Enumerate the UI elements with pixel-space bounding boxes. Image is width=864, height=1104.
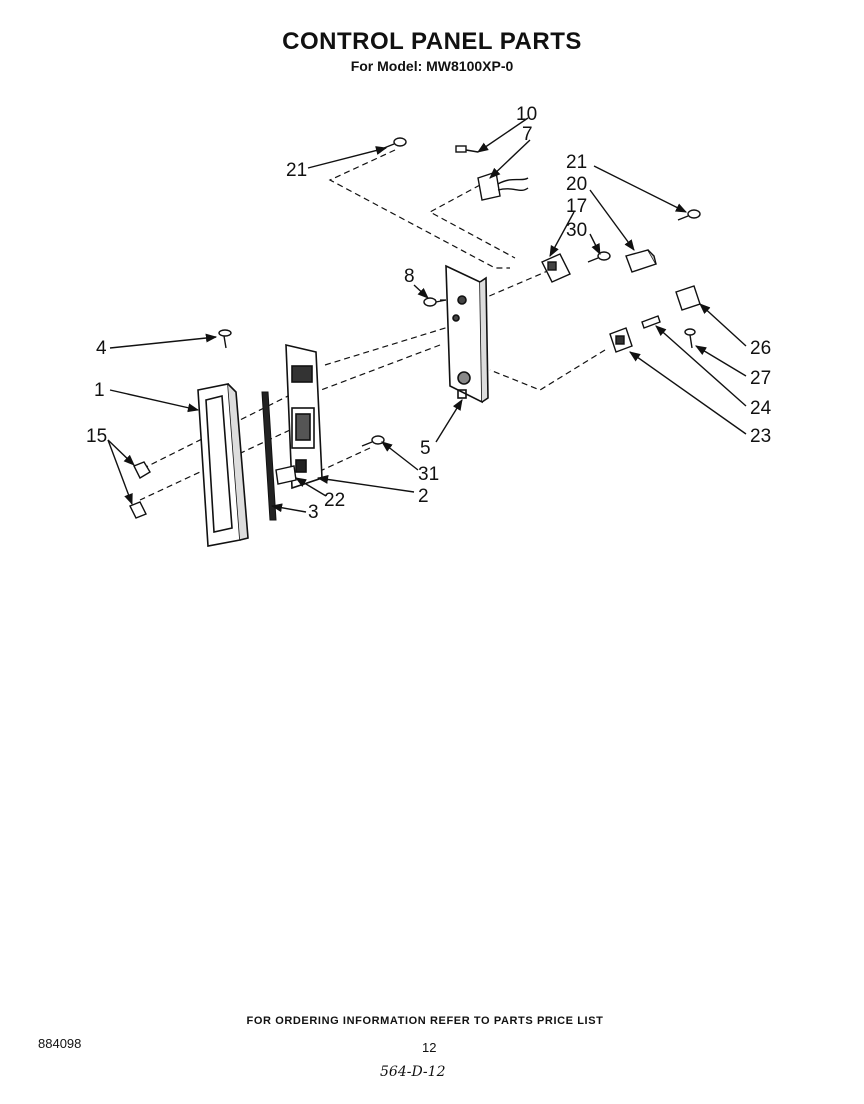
connector-part-10	[455, 145, 479, 153]
callout-10: 10	[516, 104, 537, 125]
callout-4: 4	[96, 338, 107, 359]
callout-26: 26	[750, 338, 771, 359]
callout-30: 30	[566, 220, 587, 241]
clip-part-22	[275, 465, 297, 485]
callout-15: 15	[86, 426, 107, 447]
knob-part-15	[129, 461, 151, 519]
callout-21-right: 21	[566, 152, 587, 173]
callout-22: 22	[324, 490, 345, 511]
spring-part-24	[641, 315, 661, 329]
callout-27: 27	[750, 368, 771, 389]
document-number: 884098	[38, 1036, 82, 1051]
front-frame-part-1	[197, 383, 249, 547]
callout-2: 2	[418, 486, 429, 507]
callout-20: 20	[566, 174, 587, 195]
page-title: CONTROL PANEL PARTS	[282, 28, 582, 55]
gasket-strip-part-3	[261, 391, 277, 521]
screw-part-21-right	[677, 209, 701, 221]
actuator-part-26	[675, 285, 701, 311]
screw-part-30	[587, 251, 611, 263]
bracket-part-17	[541, 253, 571, 283]
page-number: 12	[422, 1040, 437, 1055]
screw-part-27	[684, 328, 696, 349]
leader-arrows	[107, 117, 747, 513]
model-subtitle: For Model: MW8100XP-0	[350, 58, 514, 74]
screw-part-21-upper-left	[383, 137, 407, 149]
callout-17: 17	[566, 196, 587, 217]
screw-part-4	[218, 329, 232, 349]
screw-part-31	[361, 435, 385, 447]
callout-24: 24	[750, 398, 772, 419]
callout-21-upper-left: 21	[286, 160, 307, 181]
callout-3: 3	[308, 502, 319, 523]
screw-part-8	[423, 297, 447, 307]
ordering-note: FOR ORDERING INFORMATION REFER TO PARTS …	[246, 1015, 604, 1027]
callout-5: 5	[420, 438, 431, 459]
callout-1: 1	[94, 380, 105, 401]
relay-part-20	[625, 249, 658, 273]
callout-7: 7	[522, 124, 533, 145]
callout-31: 31	[418, 464, 439, 485]
switch-assembly-part-7	[477, 171, 529, 201]
button-cap-part-23	[609, 327, 633, 353]
handwritten-reference: 564-D-12	[380, 1064, 446, 1080]
control-board-part-5	[445, 264, 489, 404]
callout-23: 23	[750, 426, 771, 447]
callout-8: 8	[404, 266, 415, 287]
